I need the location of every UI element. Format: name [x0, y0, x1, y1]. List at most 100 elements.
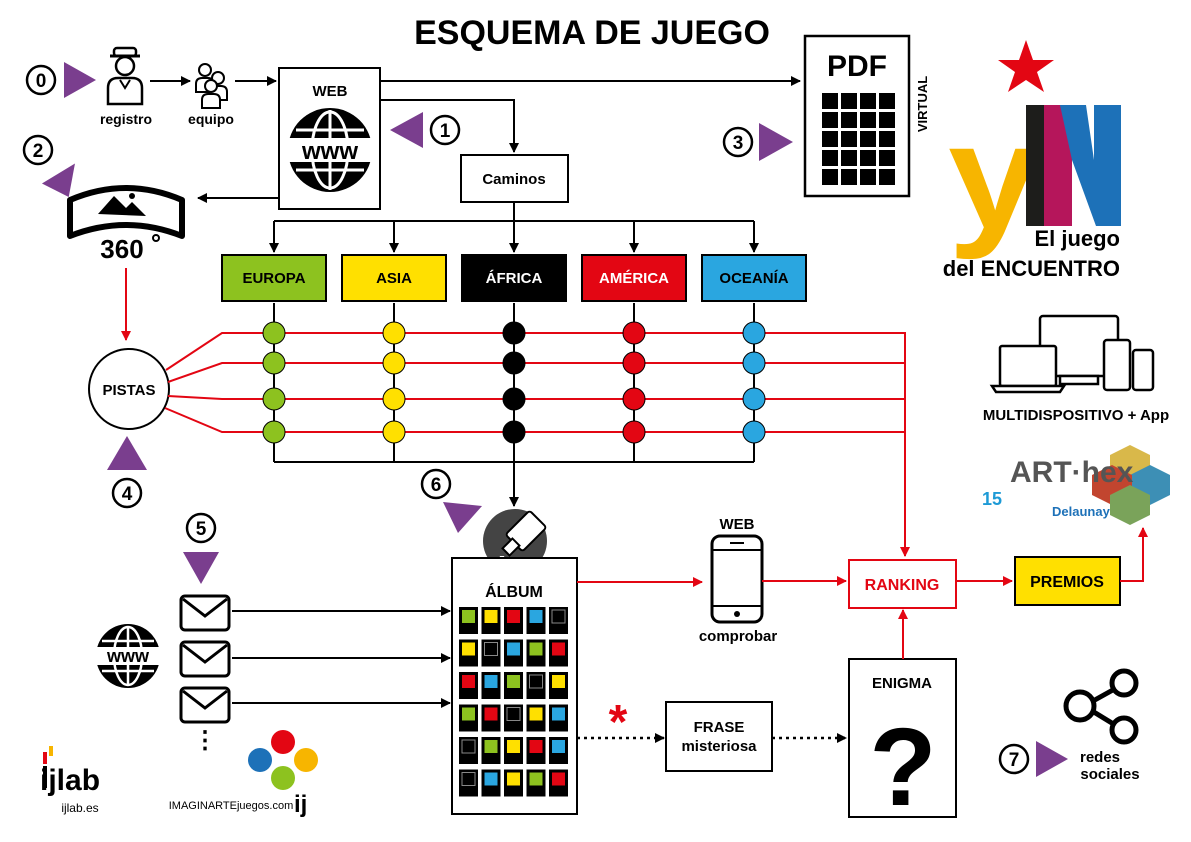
album-stamp	[552, 707, 565, 721]
clue-dot	[262, 387, 286, 411]
album-stamp	[484, 707, 498, 721]
clue-dot	[382, 321, 406, 345]
envelope-icon	[179, 594, 231, 632]
arthex-name: ART·hex	[1010, 456, 1134, 489]
step-6-arrow-icon	[443, 502, 482, 533]
pdf-document: PDF	[803, 34, 911, 198]
frase-label-2: misteriosa	[681, 738, 757, 755]
continent-label: OCEANÍA	[719, 270, 788, 287]
globe-www-text: www	[301, 138, 358, 165]
step-3-marker	[722, 126, 754, 158]
phone-web-label: WEB	[720, 516, 755, 533]
album-stamp	[484, 610, 498, 623]
clue-dot	[382, 420, 406, 444]
premios-box	[1014, 556, 1121, 606]
album-stamp	[529, 707, 543, 721]
ijlab-logo: ijlab	[40, 746, 100, 797]
clue-dot	[502, 387, 526, 411]
imaginarte-logo: ij	[248, 730, 318, 818]
continent-label: ASIA	[376, 270, 412, 287]
album-label: ÁLBUM	[485, 582, 543, 601]
clue-dot	[502, 420, 526, 444]
phone-comprobar-label: comprobar	[699, 628, 778, 645]
album-stamp	[484, 740, 498, 753]
svg-text:y: y	[948, 92, 1040, 260]
ranking-box	[848, 559, 957, 609]
album-stamp	[552, 642, 565, 656]
album-stamp-grid	[459, 607, 568, 797]
caminos-box	[460, 154, 569, 203]
album-stamp	[529, 642, 543, 656]
album-stamp	[462, 707, 475, 721]
multidevice-label: MULTIDISPOSITIVO + App	[983, 407, 1169, 424]
step-5-arrow-icon	[183, 552, 219, 584]
continent-box-2: ASIA	[341, 254, 447, 302]
arthex-number: 15	[982, 489, 1002, 509]
album-stamp	[484, 772, 498, 786]
clue-dot	[742, 321, 766, 345]
ijlab-wordmark: ijlab	[40, 764, 100, 797]
step-2-number: 2	[33, 141, 44, 162]
album-stamp	[529, 674, 543, 689]
step-6-marker	[420, 468, 452, 500]
album-stamp	[529, 740, 543, 753]
clue-dot	[382, 387, 406, 411]
red-star-icon	[998, 40, 1054, 92]
web-to-caminos-arrow	[380, 99, 519, 153]
step-3-number: 3	[733, 133, 744, 154]
arthex-logo: ART·hex 15 Delaunay	[982, 445, 1170, 525]
globe-www-text: www	[106, 646, 150, 666]
share-icon	[1063, 668, 1139, 745]
album-stamp	[462, 642, 475, 656]
envelope-to-album-arrows	[232, 606, 451, 708]
brand-line-1: El juego	[1034, 226, 1120, 251]
yn-brand-logo: y	[948, 40, 1121, 260]
step-0-number: 0	[36, 71, 47, 92]
panorama-360-label: 360	[100, 234, 143, 264]
continent-box-3: ÁFRICA	[461, 254, 567, 302]
equipo-team-icon	[195, 63, 228, 109]
enigma-label: ENIGMA	[872, 675, 932, 692]
clue-dot	[742, 420, 766, 444]
panorama-360-degree	[152, 234, 160, 242]
brand-line-2: del ENCUENTRO	[943, 256, 1120, 281]
step-7-marker	[998, 743, 1030, 775]
globe-www-icon: www	[92, 624, 164, 688]
redes-label-1: redes	[1080, 749, 1120, 766]
registro-label: registro	[100, 111, 152, 127]
step-7-arrow-icon	[1036, 741, 1068, 777]
clue-dot	[622, 351, 646, 375]
album-stamp	[507, 772, 520, 786]
redes-label-2: sociales	[1080, 766, 1139, 783]
web-box-label: WEB	[313, 83, 348, 100]
clue-dot	[382, 351, 406, 375]
enigma-box	[848, 658, 957, 818]
clue-dot	[622, 387, 646, 411]
album-stamp	[461, 772, 476, 786]
frase-label-1: FRASE	[694, 719, 745, 736]
web-box: WEB www	[278, 67, 381, 210]
clue-dot	[502, 351, 526, 375]
premios-to-arthex-arrow	[1120, 527, 1148, 582]
album-stamp	[552, 772, 565, 786]
premios-label: PREMIOS	[1030, 574, 1104, 591]
album-stamp	[507, 642, 520, 656]
panorama-360-icon	[67, 185, 185, 239]
clue-dot	[502, 321, 526, 345]
step-2-marker	[22, 134, 54, 166]
step-4-arrow-icon	[107, 436, 147, 470]
step-3-arrow-icon	[759, 123, 793, 161]
clue-dot	[622, 321, 646, 345]
multidevice-icon	[989, 314, 1155, 394]
album-stamp	[552, 740, 565, 753]
clue-dot	[742, 351, 766, 375]
envelope-icon	[179, 640, 231, 678]
hex-mosaic-icon	[1092, 445, 1170, 525]
caminos-label: Caminos	[482, 171, 545, 188]
envelope-icon	[179, 686, 231, 724]
step-1-marker	[429, 114, 461, 146]
step-5-marker	[185, 512, 217, 544]
album-stamp	[484, 675, 498, 688]
album-stamp	[462, 675, 475, 688]
step-2-arrow-icon	[41, 163, 75, 198]
